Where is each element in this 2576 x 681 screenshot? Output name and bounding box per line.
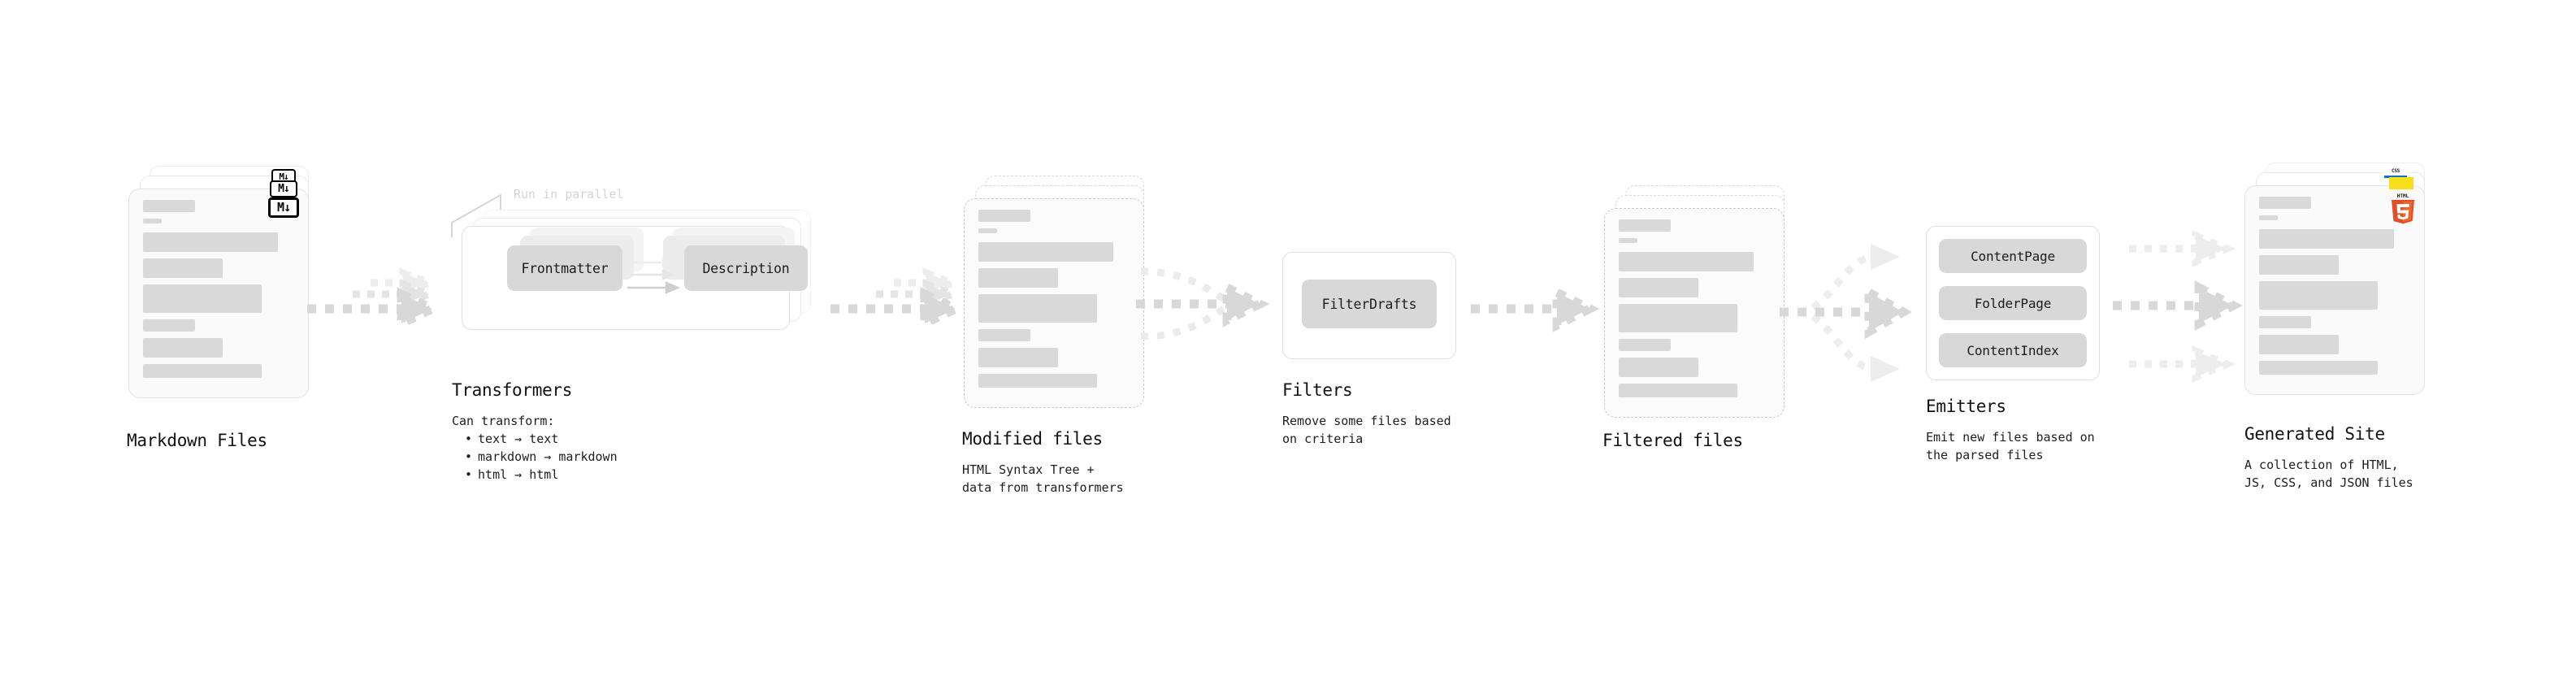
emitters-subtitle: Emit new files based on the parsed files [1926, 430, 2095, 462]
skeleton-bar [1619, 238, 1637, 243]
filtered-files-title: Filtered files [1602, 431, 1743, 450]
transformers-bullets: text → text markdown → markdown html → h… [460, 431, 618, 484]
skeleton-bar [2259, 215, 2278, 220]
skeleton-bar [1619, 339, 1671, 351]
site-skeleton [2259, 197, 2412, 381]
skeleton-bar [143, 319, 195, 332]
skeleton-bar [1619, 252, 1754, 271]
skeleton-bar [2259, 197, 2311, 209]
css3-icon: CSS [2384, 167, 2407, 178]
skeleton-bar [978, 228, 997, 233]
skeleton-bar [978, 374, 1097, 388]
transformers-group: Run in parallel Frontmatter Description [451, 187, 826, 353]
transformers-title: Transformers [452, 380, 573, 400]
generated-site-subtitle: A collection of HTML, JS, CSS, and JSON … [2244, 458, 2413, 490]
emitters-title: Emitters [1926, 397, 2006, 416]
emitter-chip-contentpage[interactable]: ContentPage [1939, 239, 2087, 273]
skeleton-bar [143, 200, 195, 212]
skeleton-bar [143, 232, 278, 252]
transformer-bullet: markdown → markdown [460, 449, 618, 466]
skeleton-bar [143, 258, 223, 278]
markdown-icon: M↓ [268, 197, 299, 218]
markdown-files-stack: M↓ M↓ M↓ [128, 163, 309, 398]
transformer-chip-frontmatter[interactable]: Frontmatter [507, 245, 622, 291]
skeleton-bar [978, 210, 1030, 222]
modified-files-title: Modified files [962, 429, 1103, 449]
transformer-bullet: html → html [460, 466, 618, 484]
skeleton-bar [2259, 281, 2378, 310]
skeleton-bar [2259, 229, 2394, 249]
filtered-files-stack [1604, 182, 1785, 418]
skeleton-bar [143, 364, 262, 378]
modified-files-subtitle: HTML Syntax Tree + data from transformer… [962, 462, 1124, 495]
skeleton-bar [143, 338, 223, 358]
skeleton-bar [1619, 219, 1671, 232]
connector-emitters-to-site [2113, 230, 2243, 383]
filtered-skeleton [1619, 219, 1772, 404]
connector-markdown-to-transformers [307, 267, 443, 331]
markdown-icon-middle: M↓ [270, 180, 297, 197]
javascript-icon [2389, 177, 2413, 189]
skeleton-bar [1619, 278, 1698, 297]
filter-chip-filterdrafts[interactable]: FilterDrafts [1302, 280, 1437, 328]
html5-icon: HTML [2389, 192, 2417, 224]
emitter-chip-folderpage[interactable]: FolderPage [1939, 286, 2087, 320]
transformer-chip-description[interactable]: Description [684, 245, 808, 291]
skeleton-bar [1619, 358, 1698, 377]
skeleton-bar [143, 284, 262, 313]
skeleton-bar [2259, 335, 2339, 354]
emitter-chip-contentindex[interactable]: ContentIndex [1939, 333, 2087, 367]
skeleton-bar [2259, 255, 2339, 275]
filters-title: Filters [1282, 380, 1353, 400]
run-in-parallel-label: Run in parallel [514, 187, 624, 202]
connector-filters-to-filtered [1471, 285, 1600, 332]
skeleton-bar [2259, 316, 2311, 328]
skeleton-bar [978, 242, 1113, 262]
svg-text:HTML: HTML [2397, 193, 2409, 199]
skeleton-bar [1619, 384, 1737, 397]
transformer-bullet: text → text [460, 431, 618, 449]
skeleton-bar [143, 219, 162, 223]
modified-files-stack [964, 172, 1144, 408]
modified-skeleton [978, 210, 1131, 394]
skeleton-bar [2259, 361, 2378, 375]
skeleton-bar [978, 329, 1030, 341]
skeleton-bar [978, 268, 1058, 288]
markdown-files-title: Markdown Files [127, 431, 267, 450]
transformers-subtitle: Can transform: [452, 414, 555, 428]
connector-transformers-to-modified [830, 267, 966, 331]
generated-site-title: Generated Site [2244, 424, 2385, 444]
generated-site-stack: CSS HTML [2244, 159, 2425, 395]
filters-subtitle: Remove some files based on criteria [1282, 414, 1451, 446]
skeleton-bar [1619, 304, 1737, 332]
connector-modified-to-filters [1136, 267, 1270, 340]
markdown-skeleton [143, 200, 296, 384]
skeleton-bar [978, 294, 1097, 323]
skeleton-bar [978, 348, 1058, 367]
connector-filtered-to-emitters [1780, 244, 1913, 382]
